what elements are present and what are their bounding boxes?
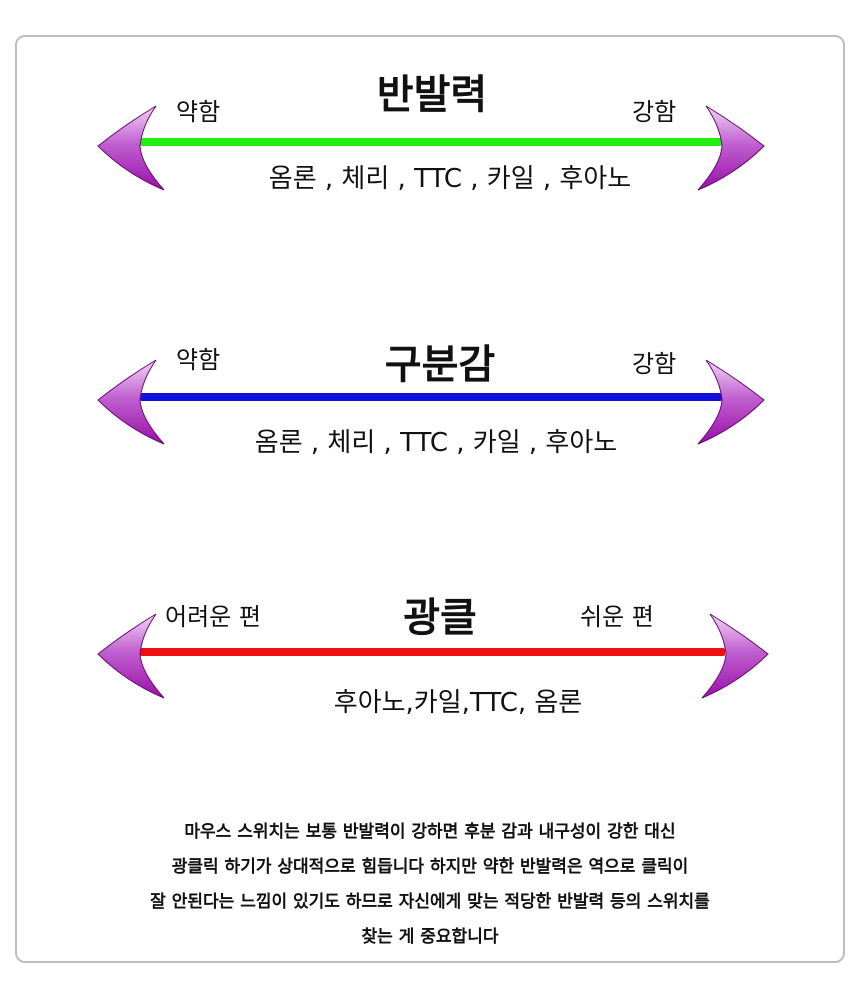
scale-line: [140, 138, 722, 146]
section-title: 구분감: [384, 342, 496, 388]
right-label: 강함: [632, 98, 677, 126]
left-label: 약함: [176, 98, 221, 126]
explanation-paragraph: 마우스 스위치는 보통 반발력이 강하면 후분 감과 내구성이 강한 대신 광클…: [0, 815, 860, 955]
section-title: 반발력: [376, 72, 488, 118]
switch-order: 옴론 , 체리 , TTC , 카일 , 후아노: [268, 164, 632, 194]
switch-order: 옴론 , 체리 , TTC , 카일 , 후아노: [254, 428, 618, 458]
paragraph-line: 찾는 게 중요합니다: [361, 927, 499, 947]
section-title: 광클: [403, 595, 477, 641]
left-label: 약함: [176, 346, 221, 374]
paragraph-line: 잘 안된다는 느낌이 있기도 하므로 자신에게 맞는 적당한 반발력 등의 스위…: [150, 892, 710, 912]
right-arrowhead-icon: [697, 105, 765, 191]
left-arrowhead-icon: [97, 613, 165, 699]
paragraph-line: 광클릭 하기가 상대적으로 힘듭니다 하지만 약한 반발력은 역으로 클릭이: [171, 857, 689, 877]
right-label: 쉬운 편: [580, 603, 654, 631]
switch-order: 후아노,카일,TTC, 옴론: [333, 688, 583, 718]
paragraph-line: 마우스 스위치는 보통 반발력이 강하면 후분 감과 내구성이 강한 대신: [184, 822, 676, 842]
right-arrowhead-icon: [701, 613, 769, 699]
scale-line: [140, 648, 725, 656]
right-arrowhead-icon: [697, 359, 765, 445]
left-arrowhead-icon: [97, 105, 165, 191]
scale-line: [140, 393, 722, 401]
right-label: 강함: [632, 350, 677, 378]
left-label: 어려운 편: [165, 603, 261, 631]
left-arrowhead-icon: [97, 359, 165, 445]
diagram-frame: [15, 35, 845, 963]
